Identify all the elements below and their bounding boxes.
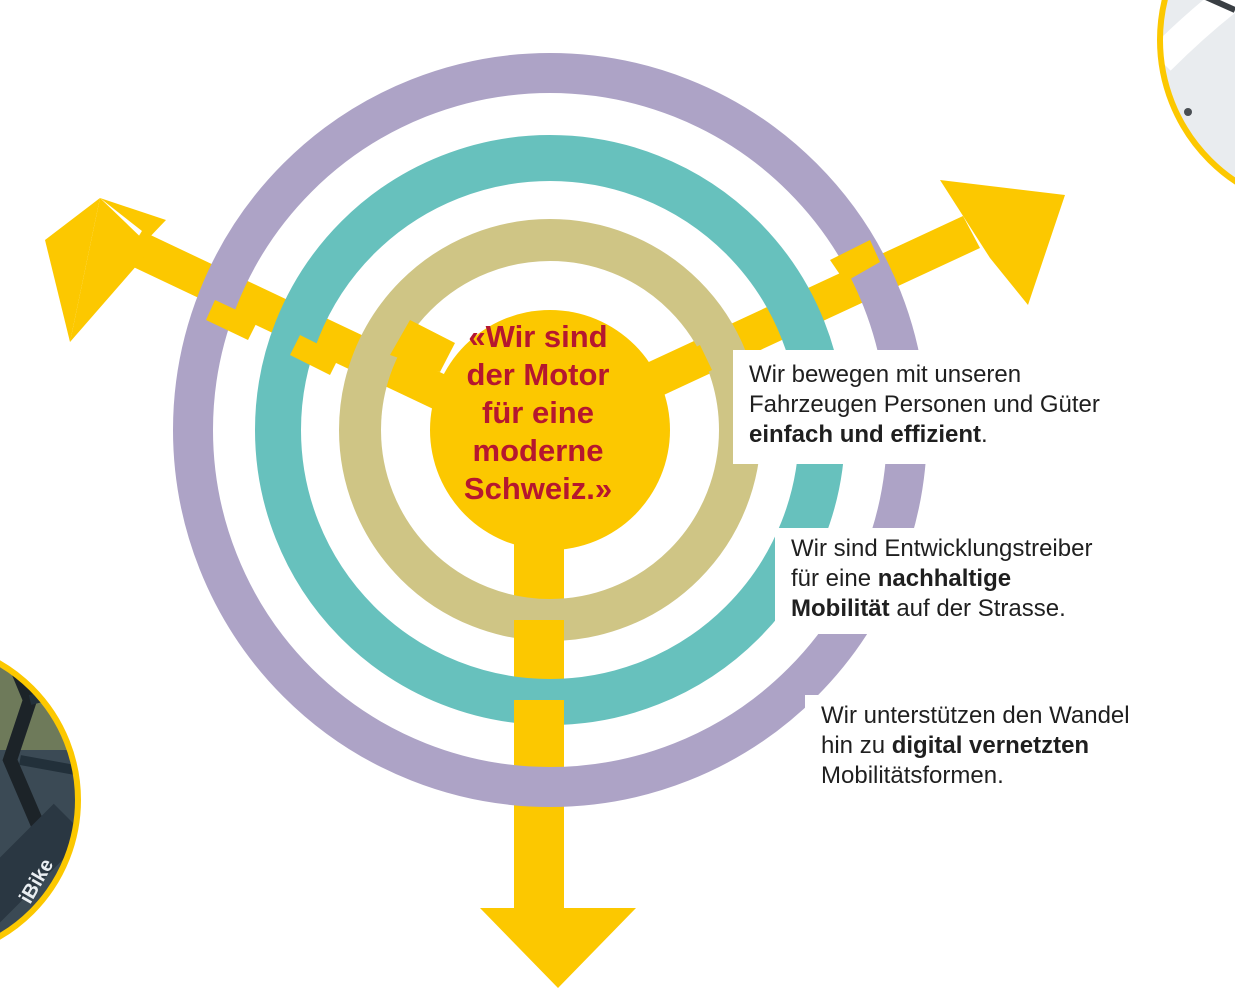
quote-line-1: «Wir sind	[468, 319, 608, 354]
statement-sustainability: Wir sind Entwicklungstreiber für eine na…	[775, 528, 1227, 634]
statement-2-rest: auf der Strasse.	[889, 595, 1066, 622]
quote-line-4: moderne	[472, 433, 604, 468]
bike-photo: iBike	[0, 642, 81, 958]
statement-2-bold-1: nachhaltige	[877, 565, 1012, 592]
statement-3-line-1: Wir unterstützen den Wandel	[821, 702, 1130, 729]
quote-line-3: für eine	[482, 395, 594, 430]
vehicle-photo	[1157, 0, 1235, 210]
statement-1-line-3: einfach und effizient.	[749, 420, 1189, 450]
statement-1-line-1: Wir bewegen mit unseren	[749, 361, 1022, 388]
statement-digital: Wir unterstützen den Wandel hin zu digit…	[805, 695, 1235, 801]
statement-2-line-1: Wir sind Entwicklungstreiber	[791, 535, 1093, 562]
quote-line-2: der Motor	[466, 357, 610, 392]
center-quote: «Wir sind der Motor für eine moderne Sch…	[440, 318, 636, 508]
center-circle	[430, 310, 670, 550]
statement-2-line-2: für eine nachhaltige	[791, 564, 1211, 594]
statement-1-line-2: Fahrzeugen Personen und Güter	[749, 391, 1100, 418]
statement-1-rest: .	[981, 421, 988, 448]
statement-3-plain: hin zu	[821, 732, 892, 759]
quote-line-5: Schweiz.»	[463, 471, 613, 506]
statement-2-plain: für eine	[791, 565, 878, 592]
statement-efficiency: Wir bewegen mit unseren Fahrzeugen Perso…	[733, 350, 1205, 464]
statement-3-bold: digital vernetzten	[891, 732, 1090, 759]
statement-3-line-3: Mobilitätsformen.	[821, 762, 1004, 789]
statement-1-bold: einfach und effizient	[749, 421, 982, 448]
statement-2-line-3: Mobilität auf der Strasse.	[791, 594, 1211, 624]
statement-2-bold-2: Mobilität	[791, 595, 890, 622]
statement-3-line-2: hin zu digital vernetzten	[821, 731, 1235, 761]
